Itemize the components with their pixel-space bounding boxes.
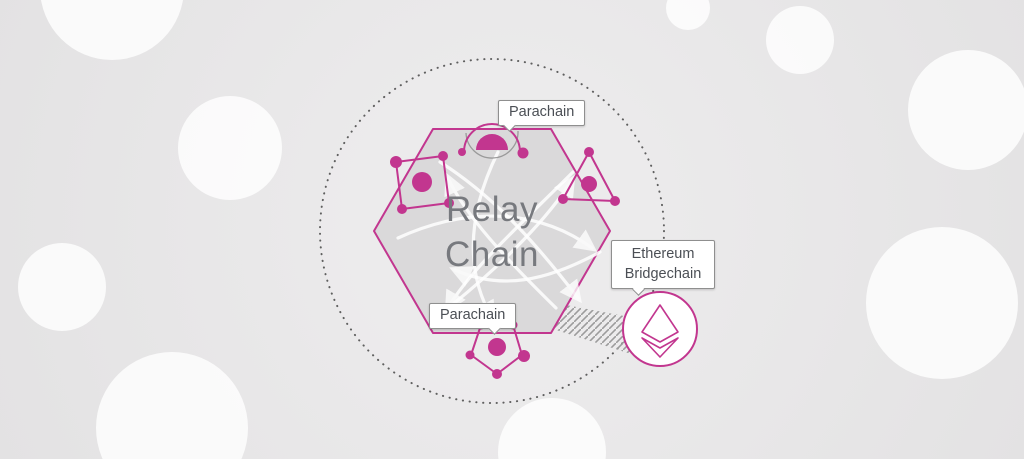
parachain-label-top: Parachain <box>498 100 586 132</box>
relay-chain-title: Relay Chain <box>445 190 539 274</box>
parachain-label-bottom-text: Parachain <box>440 307 506 323</box>
ethereum-bridgechain-label: Ethereum Bridgechain <box>611 240 715 296</box>
ethereum-diamond-icon <box>641 304 679 358</box>
background-blob <box>766 6 834 74</box>
bridge-hatch <box>553 305 645 354</box>
parachain-label-bottom: Parachain <box>429 303 517 335</box>
background-blob <box>866 227 1018 379</box>
background-blob <box>178 96 282 200</box>
background-blob <box>908 50 1024 170</box>
parachain-node-square <box>390 151 454 214</box>
background-blob <box>18 243 106 331</box>
parachain-node-triangle <box>558 147 620 206</box>
parachain-label-top-text: Parachain <box>509 104 575 120</box>
parachain-node-fan <box>458 123 529 159</box>
ethereum-bridgechain-label-text: Ethereum Bridgechain <box>624 246 702 282</box>
ethereum-node <box>622 291 698 367</box>
relay-chain-hexagon <box>373 128 611 334</box>
